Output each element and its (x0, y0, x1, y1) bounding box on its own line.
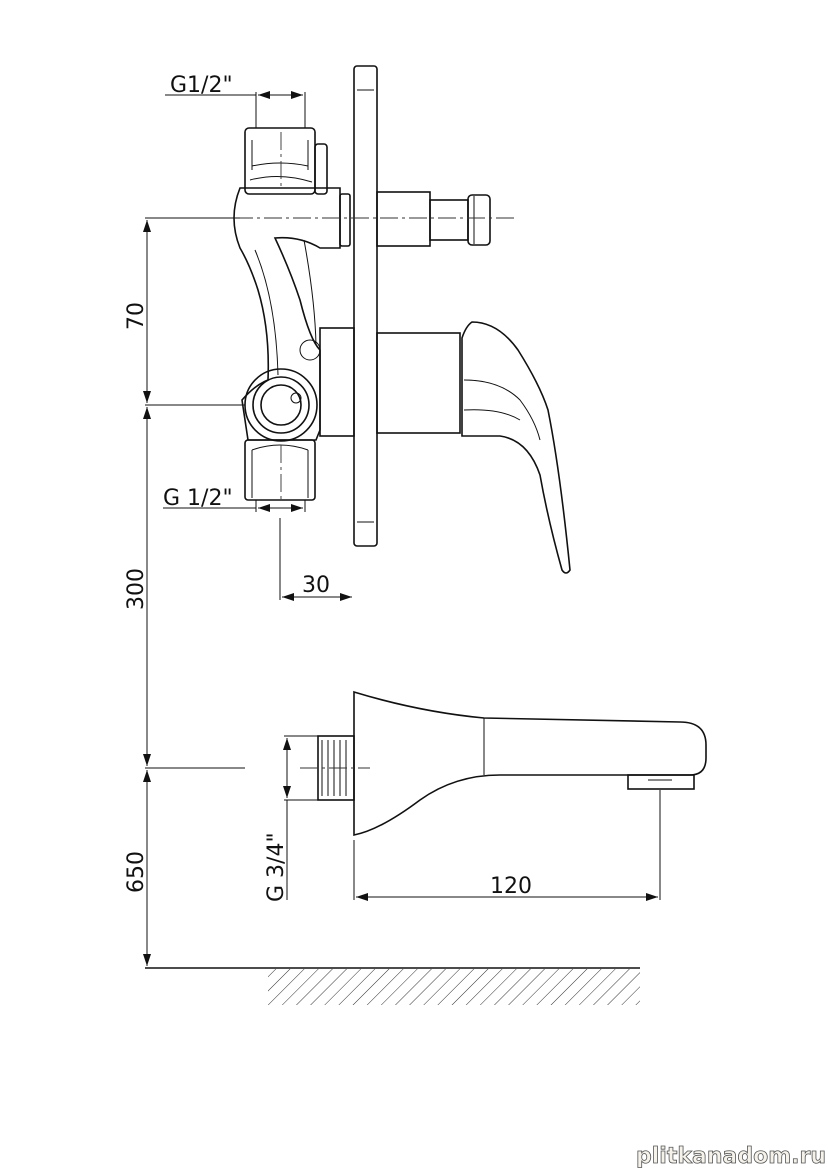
spout-thread-label: G 3/4" (264, 832, 289, 902)
lever-handle (319, 321, 571, 574)
dim-30-label: 30 (302, 573, 330, 598)
dim-70-label: 70 (124, 302, 149, 330)
dimension-lines (143, 91, 661, 966)
wall-plate (353, 65, 378, 547)
dim-300-label: 300 (124, 568, 149, 610)
inlet-top-label: G1/2" (170, 73, 233, 98)
inlet-bottom-label: G 1/2" (163, 486, 233, 511)
spout (317, 690, 707, 836)
diverter-knob (376, 191, 491, 247)
mixer-body (233, 127, 351, 501)
dim-650-label: 650 (124, 851, 149, 893)
center-lines (235, 132, 515, 769)
dim-120-label: 120 (490, 874, 532, 899)
floor (145, 967, 640, 1005)
watermark: plitkanadom.ru (636, 1144, 826, 1169)
